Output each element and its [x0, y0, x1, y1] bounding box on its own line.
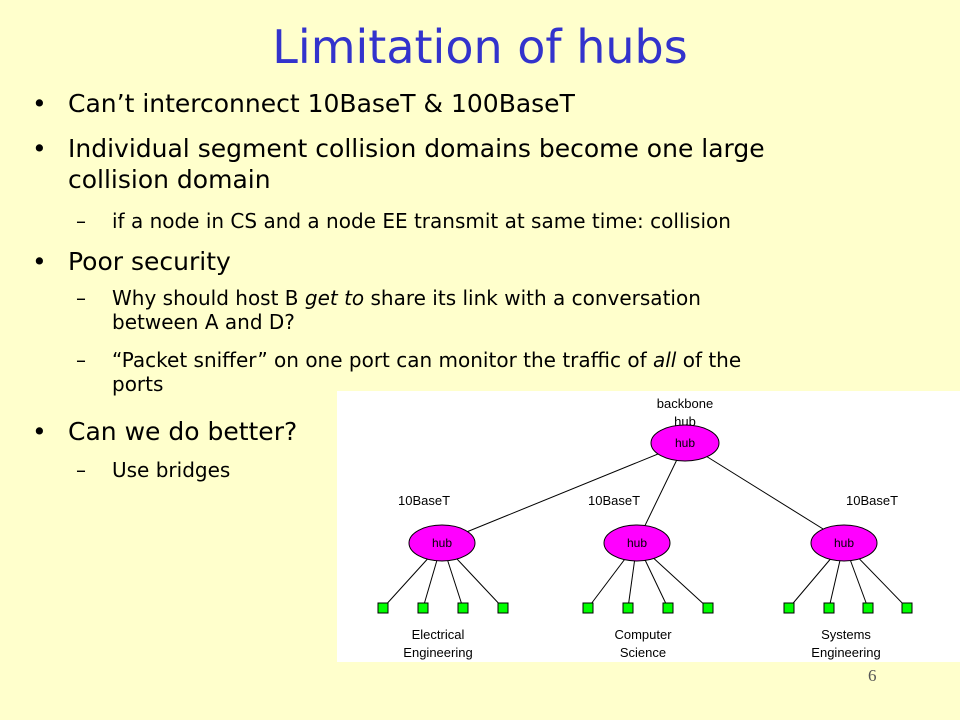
link-backbone-se — [684, 442, 845, 543]
slide-number: 6 — [868, 666, 877, 685]
dept-cs-line2: Science — [620, 645, 666, 660]
sniffer-text-pre: “Packet sniffer” on one port can monitor… — [112, 348, 653, 372]
hub-cs — [603, 524, 671, 562]
hub-network-svg: backbone hub hub 10BaseT 10BaseT 10BaseT… — [377, 396, 913, 660]
link-label-ee: 10BaseT — [398, 493, 450, 508]
host-b-text-pre: Why should host B — [112, 286, 305, 310]
host-ee-4 — [497, 602, 509, 614]
hub-cs-label: hub — [627, 536, 647, 550]
host-ee-3 — [457, 602, 469, 614]
link-label-se: 10BaseT — [846, 493, 898, 508]
backbone-label-1: backbone — [657, 396, 713, 411]
host-cs-3 — [662, 602, 674, 614]
host-b-text-em: get to — [304, 286, 365, 310]
hub-network-diagram: backbone hub hub 10BaseT 10BaseT 10BaseT… — [337, 391, 960, 662]
hub-se-label: hub — [834, 536, 854, 550]
host-cs-2 — [622, 602, 634, 614]
dept-se-line2: Engineering — [811, 645, 880, 660]
slide-title: Limitation of hubs — [272, 20, 688, 74]
sub-bullet-collision: if a node in CS and a node EE transmit a… — [76, 209, 872, 233]
dept-se-line1: Systems — [821, 627, 871, 642]
bullet-poor-security: Poor security — [32, 246, 928, 277]
host-ee-1 — [377, 602, 389, 614]
bullet-collision-line2: collision domain — [68, 165, 271, 194]
host-cs-4 — [702, 602, 714, 614]
link-label-cs: 10BaseT — [588, 493, 640, 508]
dept-cs-line1: Computer — [614, 627, 672, 642]
hub-se — [810, 524, 878, 562]
sniffer-text-em: all — [652, 348, 677, 372]
host-ee-2 — [417, 602, 429, 614]
bullet-collision-line1: Individual segment collision domains bec… — [68, 134, 765, 163]
bullet-collision-domain: Individual segment collision domains bec… — [32, 133, 928, 195]
bullet-interconnect: Can’t interconnect 10BaseT & 100BaseT — [32, 88, 928, 119]
hub-ee — [408, 524, 476, 562]
sub-bullet-use-bridges: Use bridges — [76, 458, 872, 482]
bullet-do-better: Can we do better? — [32, 416, 928, 447]
backbone-hub-label: hub — [675, 436, 695, 450]
dept-ee-line1: Electrical — [412, 627, 465, 642]
host-se-3 — [862, 602, 874, 614]
link-backbone-ee — [441, 442, 686, 543]
host-se-1 — [783, 602, 795, 614]
host-se-2 — [823, 602, 835, 614]
host-b-text-post: share its link with a conversation — [364, 286, 701, 310]
sniffer-text-post: of the — [676, 348, 742, 372]
backbone-hub — [650, 424, 720, 462]
sniffer-text-line2: ports — [112, 372, 164, 396]
hub-ee-label: hub — [432, 536, 452, 550]
dept-ee-line2: Engineering — [403, 645, 472, 660]
host-se-4 — [901, 602, 913, 614]
host-cs-1 — [582, 602, 594, 614]
host-b-text-line2: between A and D? — [112, 310, 295, 334]
sub-bullet-packet-sniffer: “Packet sniffer” on one port can monitor… — [76, 348, 872, 396]
sub-bullet-host-b: Why should host B get to share its link … — [76, 286, 872, 334]
